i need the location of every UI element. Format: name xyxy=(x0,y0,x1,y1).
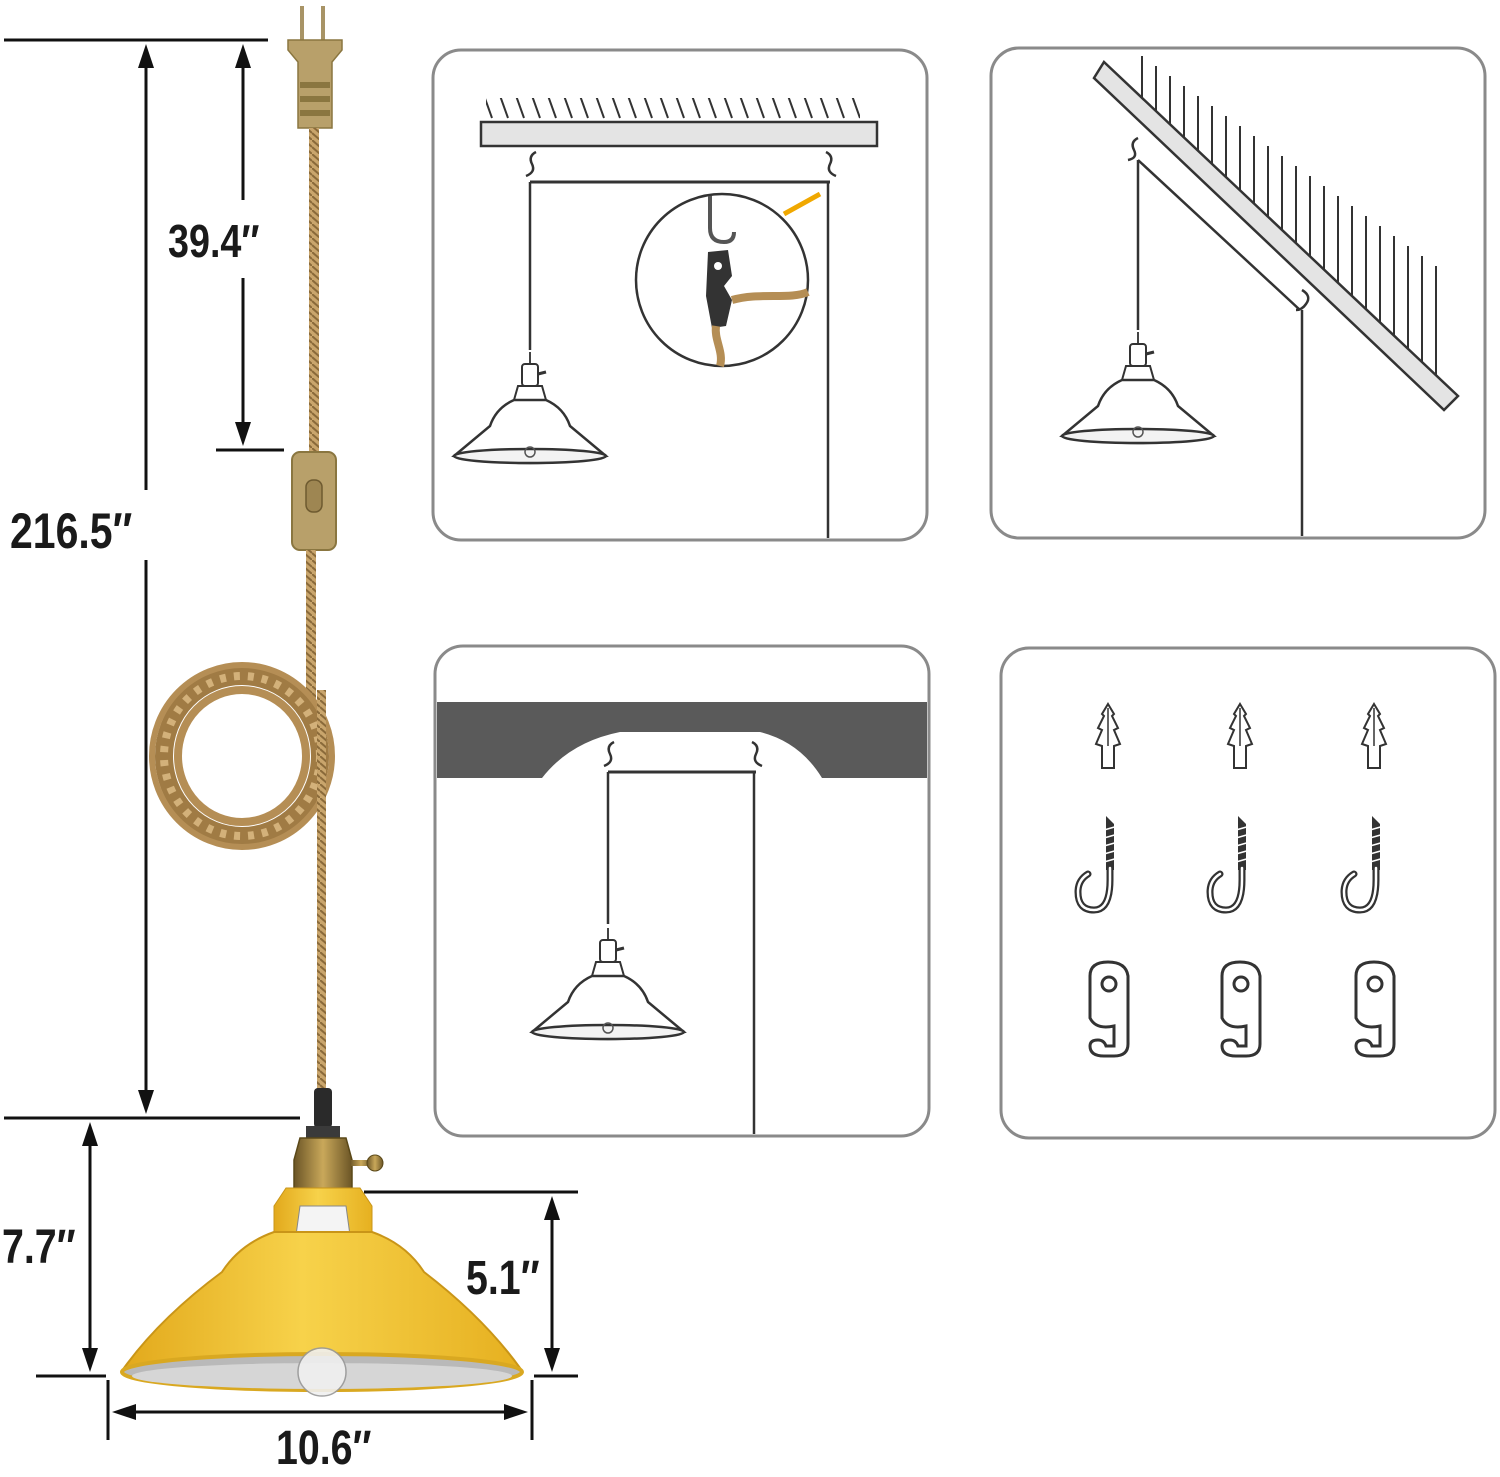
arched-ceiling-installation-panel xyxy=(433,644,931,1138)
screw-hook-icons xyxy=(1074,816,1385,914)
wall-anchor-icon xyxy=(1226,702,1254,769)
screw-hook-icon xyxy=(1074,816,1119,914)
cord-lower xyxy=(317,690,326,1090)
lamp-height-label: 7.7″ xyxy=(2,1220,76,1274)
total-length-label: 216.5″ xyxy=(10,503,132,559)
cord-clip-icon xyxy=(1354,960,1396,1058)
arch-beam xyxy=(437,702,927,778)
yellow-pendant-lamp xyxy=(120,1088,524,1397)
hardware-kit-panel xyxy=(999,646,1497,1140)
ceiling-hook-icon xyxy=(525,150,537,178)
cord-clip-icons xyxy=(1088,960,1396,1058)
plug-to-switch-label: 39.4″ xyxy=(168,215,259,266)
ceiling-hook-icon xyxy=(825,150,837,178)
ceiling-hook-icon xyxy=(751,740,763,768)
coiled-cord-icon xyxy=(149,662,335,850)
zoom-detail-circle xyxy=(634,191,822,368)
lamp-height-arrow xyxy=(82,1122,98,1372)
shade-height-arrow xyxy=(544,1196,560,1372)
inline-switch-icon xyxy=(291,451,337,551)
shade-diameter-label: 10.6″ xyxy=(276,1421,371,1472)
ceiling-hook-icon xyxy=(1127,136,1139,162)
shade-height-label: 5.1″ xyxy=(466,1251,540,1305)
flat-ceiling-installation-panel xyxy=(431,48,929,542)
cord-clip-icon xyxy=(1220,960,1262,1058)
plug-icon xyxy=(287,6,343,129)
ceiling-hatch xyxy=(486,98,860,120)
cord-middle xyxy=(306,550,316,710)
ceiling-beam xyxy=(479,120,879,148)
product-dimension-drawing: 39.4″ 216.5″ 7.7″ 5.1″ 10.6″ xyxy=(2,6,578,1475)
sloped-ceiling-installation-panel xyxy=(989,46,1487,540)
screw-hook-icon xyxy=(1340,816,1385,914)
cord-upper xyxy=(309,128,319,454)
wall-anchor-icon xyxy=(1094,702,1122,769)
plug-to-switch-arrow xyxy=(235,44,251,446)
total-length-arrow xyxy=(138,44,154,1114)
ceiling-hook-icon xyxy=(603,740,615,768)
wall-anchor-icon xyxy=(1360,702,1388,769)
shade-diameter-arrow xyxy=(106,1380,534,1440)
wall-anchor-icons xyxy=(1094,702,1388,769)
screw-hook-icon xyxy=(1206,816,1251,914)
sloped-beam xyxy=(1092,60,1460,412)
cord-clip-icon xyxy=(1088,960,1130,1058)
